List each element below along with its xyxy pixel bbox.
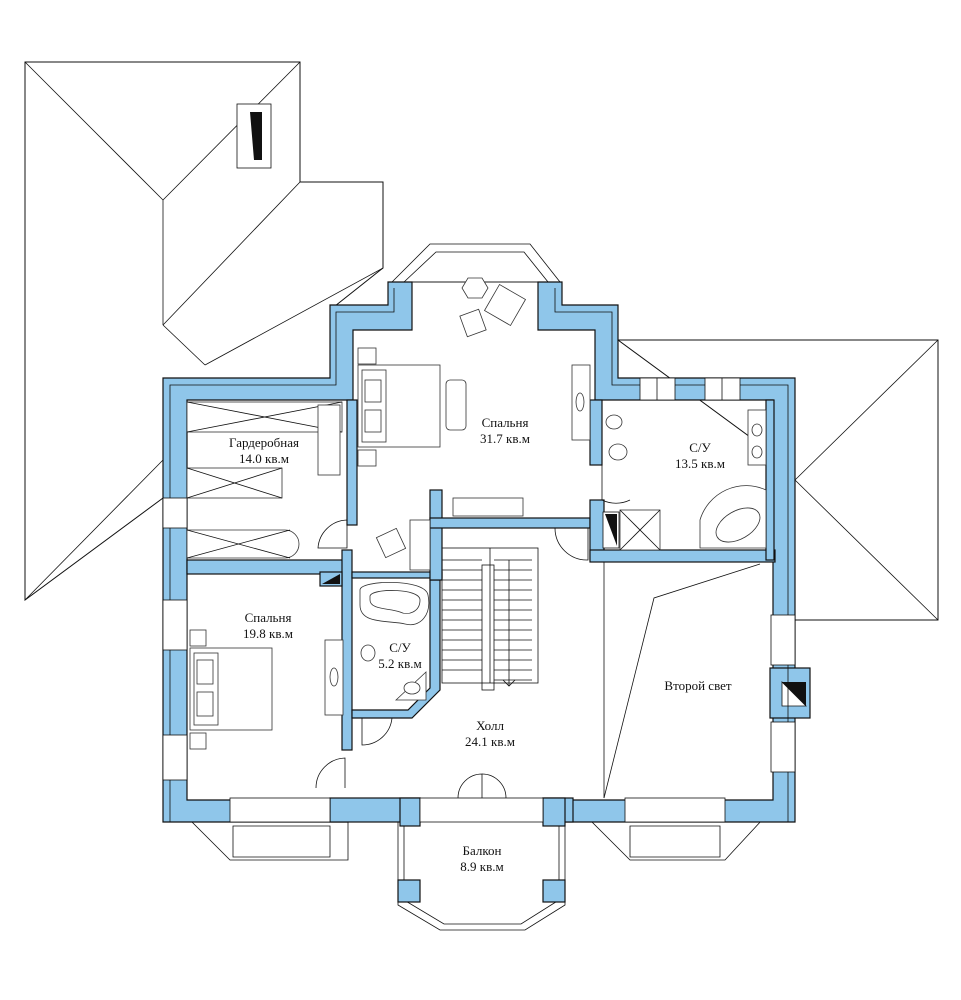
bay-right [589,819,763,861]
room-name: Спальня [482,415,529,430]
room-name: С/У [389,640,411,655]
furniture-big-bathroom [605,409,767,551]
furniture-small-bathroom [359,581,430,701]
room-label-balcony: Балкон 8.9 кв.м [460,843,503,874]
bay-left [189,819,349,861]
balcony-outline [397,819,566,931]
room-area: 14.0 кв.м [239,451,289,466]
room-name: Второй свет [664,678,731,693]
room-name: Гардеробная [229,435,299,450]
room-label-second-light: Второй свет [664,678,731,693]
second-light-outline [603,562,761,799]
furniture-small-bedroom [189,629,344,750]
room-label-bedroom-small: Спальня 19.8 кв.м [243,610,293,641]
room-name: Балкон [463,843,502,858]
outer-contour [169,288,789,822]
room-label-bedroom-main: Спальня 31.7 кв.м [480,415,530,446]
room-area: 8.9 кв.м [460,859,503,874]
roof-left [24,61,384,601]
room-name: Холл [476,718,504,733]
room-label-bathroom-large: С/У 13.5 кв.м [675,440,725,471]
room-label-wardrobe: Гардеробная 14.0 кв.м [229,435,299,466]
windows [162,377,796,823]
staircase [441,547,539,691]
room-label-hall: Холл 24.1 кв.м [465,718,515,749]
room-name: Спальня [245,610,292,625]
furniture-wardrobe [186,401,343,559]
room-area: 5.2 кв.м [378,656,421,671]
doors [315,465,631,799]
room-area: 31.7 кв.м [480,431,530,446]
interior-walls [186,399,776,751]
bay-top [391,243,561,283]
room-area: 19.8 кв.м [243,626,293,641]
room-label-bathroom-small: С/У 5.2 кв.м [378,640,421,671]
room-name: С/У [689,440,711,455]
room-area: 24.1 кв.м [465,734,515,749]
furniture-main-bedroom [357,277,591,571]
room-area: 13.5 кв.м [675,456,725,471]
